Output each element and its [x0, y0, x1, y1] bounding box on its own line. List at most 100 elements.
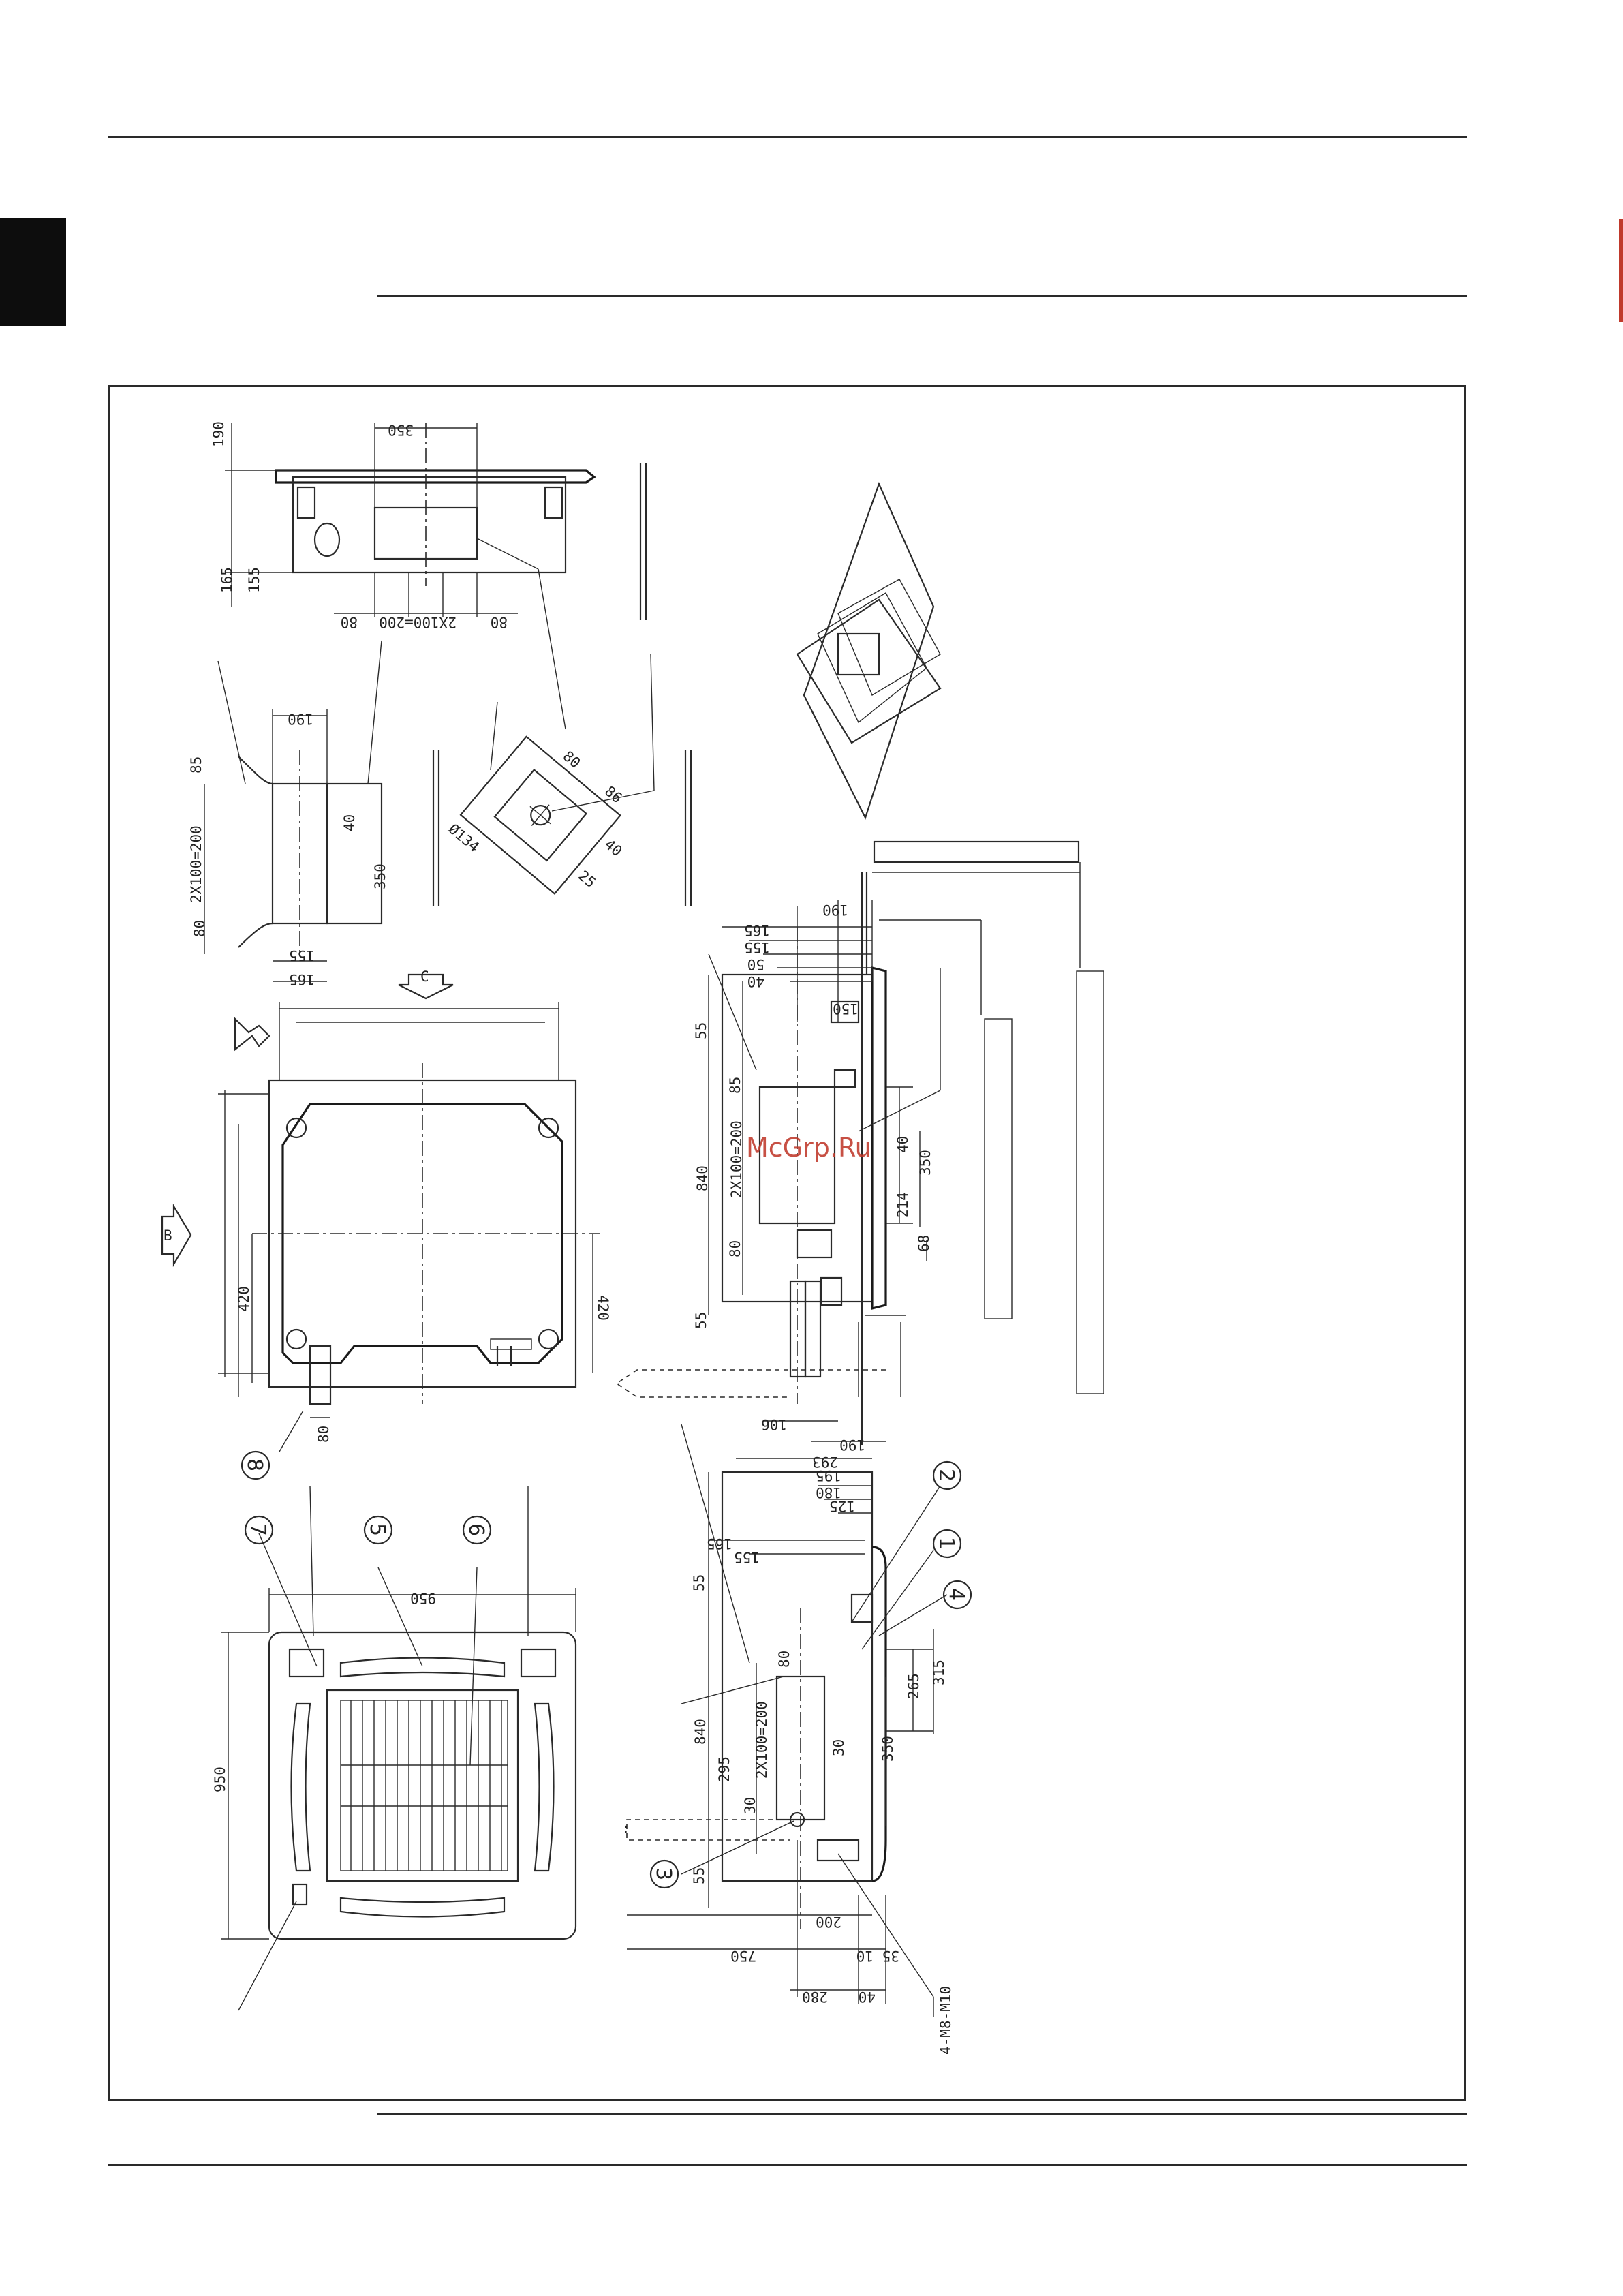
- dim-lower-200: 200: [816, 1914, 841, 1930]
- header-rule-section: [377, 295, 1467, 297]
- callout-1: 1: [932, 1529, 962, 1559]
- view-marker-detail: [234, 1017, 270, 1052]
- dim-lower-55: 55: [691, 1574, 707, 1591]
- footer-rule-bottom: [108, 2164, 1467, 2166]
- plan-view: 420 420 80: [218, 1002, 611, 1452]
- header-rule-top: [108, 136, 1467, 138]
- dim-side-85: 85: [188, 756, 204, 774]
- dim-top-155: 155: [246, 567, 262, 593]
- dim-lower-180: 180: [816, 1484, 841, 1501]
- callout-8: 8: [241, 1450, 270, 1480]
- dim-front-350: 350: [917, 1150, 933, 1176]
- dim-side-80: 80: [191, 920, 208, 937]
- footer-rule-section: [377, 2113, 1467, 2115]
- dim-front-55a: 55: [693, 1022, 709, 1039]
- top-view: 350 190 165 155 80 2X100=200 80: [211, 421, 596, 730]
- dim-lower-125: 125: [829, 1498, 855, 1514]
- dim-detail-40: 40: [602, 836, 625, 860]
- watermark: McGrp.Ru: [746, 1133, 871, 1163]
- view-marker-c: C: [398, 968, 454, 1000]
- callout-4: 4: [942, 1580, 972, 1610]
- view-label-c: C: [420, 968, 429, 985]
- dim-lower-265: 265: [906, 1673, 922, 1699]
- side-view: 190 85 2X100=200 80 40 350 155 165: [188, 640, 388, 988]
- dim-front-50: 50: [747, 956, 764, 973]
- callout-3: 3: [649, 1859, 679, 1889]
- dim-lower-840: 840: [692, 1719, 709, 1745]
- dim-front-55b: 55: [693, 1312, 709, 1329]
- dim-front-80: 80: [727, 1240, 743, 1257]
- dim-lower-315: 315: [931, 1659, 947, 1685]
- dim-side-350: 350: [372, 863, 388, 889]
- dim-lower-marker: :: [621, 1820, 630, 1837]
- dim-lower-295: 295: [716, 1756, 732, 1782]
- isometric-view: [796, 482, 942, 820]
- dim-side-155: 155: [289, 947, 315, 964]
- dim-plan-80: 80: [315, 1426, 332, 1443]
- chapter-tab: [0, 218, 66, 326]
- callout-7: 7: [244, 1515, 274, 1545]
- dim-lower-293: 293: [812, 1454, 838, 1470]
- dim-plan-420b: 420: [595, 1295, 611, 1321]
- dim-front-840: 840: [694, 1165, 711, 1191]
- dim-front-85: 85: [727, 1077, 743, 1094]
- dim-lower-750: 750: [730, 1948, 756, 1964]
- callout-5: 5: [363, 1515, 393, 1545]
- dim-lower-195: 195: [816, 1467, 841, 1484]
- callout-2: 2: [932, 1460, 962, 1490]
- dim-panel-950-width: 950: [410, 1590, 436, 1606]
- dim-side-190: 190: [288, 711, 313, 727]
- dim-front-40b: 40: [895, 1136, 911, 1153]
- dim-front-190: 190: [822, 902, 848, 918]
- ceiling-section: [858, 840, 1104, 1445]
- bolt-spec-label: 4-M8-M10: [938, 1986, 954, 2055]
- svg-text:2: 2: [934, 1469, 958, 1482]
- svg-text:5: 5: [365, 1523, 389, 1536]
- dim-top-165: 165: [219, 567, 235, 593]
- dim-lower-30a: 30: [742, 1797, 758, 1814]
- dim-front-40: 40: [747, 973, 764, 990]
- svg-text:1: 1: [934, 1537, 958, 1550]
- dim-lower-35: 35: [882, 1948, 899, 1964]
- svg-text:8: 8: [243, 1458, 266, 1471]
- svg-text:6: 6: [464, 1523, 488, 1536]
- page-edge-marker: [1619, 219, 1623, 322]
- dim-front-68: 68: [916, 1235, 932, 1252]
- dim-lower-155: 155: [734, 1549, 760, 1565]
- dim-plan-420a: 420: [236, 1286, 252, 1312]
- dim-detail-25: 25: [575, 868, 599, 891]
- dim-lower-2x100: 2X100=200: [754, 1701, 770, 1779]
- dim-side-2x100: 2X100=200: [188, 825, 204, 903]
- lower-side-view: 293 195 180 125 165 155 55 840 55 80 2X1…: [621, 1424, 954, 2055]
- dim-top-190: 190: [211, 421, 227, 447]
- dim-lower-350: 350: [880, 1736, 896, 1762]
- dim-top-80a: 80: [341, 614, 358, 630]
- dim-lower-280: 280: [802, 1989, 828, 2005]
- detail-view: Ø134 80 86 40 25: [446, 735, 625, 896]
- dim-front-190b: 190: [839, 1437, 865, 1453]
- dim-lower-10: 10: [856, 1948, 874, 1964]
- louver-grille: [341, 1700, 508, 1871]
- dim-lower-30b: 30: [831, 1739, 847, 1756]
- dim-lower-40: 40: [859, 1989, 876, 2005]
- dim-top-350: 350: [388, 422, 414, 438]
- dim-top-2x100: 2X100=200: [379, 614, 457, 630]
- svg-text:3: 3: [651, 1867, 675, 1880]
- dim-side-165: 165: [289, 971, 315, 988]
- dim-lower-80: 80: [776, 1651, 792, 1668]
- dim-panel-950-height: 950: [212, 1766, 228, 1792]
- dim-front-150: 150: [833, 1000, 859, 1017]
- svg-text:7: 7: [246, 1523, 270, 1536]
- dim-front-165: 165: [744, 922, 770, 938]
- svg-text:4: 4: [944, 1588, 968, 1601]
- dim-front-214: 214: [895, 1192, 911, 1218]
- dim-detail-134: Ø134: [446, 821, 482, 855]
- panel-bottom-view: 950 950: [212, 1485, 577, 2011]
- callout-6: 6: [462, 1515, 492, 1545]
- view-label-b: B: [164, 1227, 172, 1244]
- dim-front-2x100: 2X100=200: [728, 1120, 745, 1198]
- dim-lower-165: 165: [707, 1535, 732, 1552]
- drawing-frame: [108, 385, 1466, 2101]
- dim-front-155: 155: [744, 939, 770, 955]
